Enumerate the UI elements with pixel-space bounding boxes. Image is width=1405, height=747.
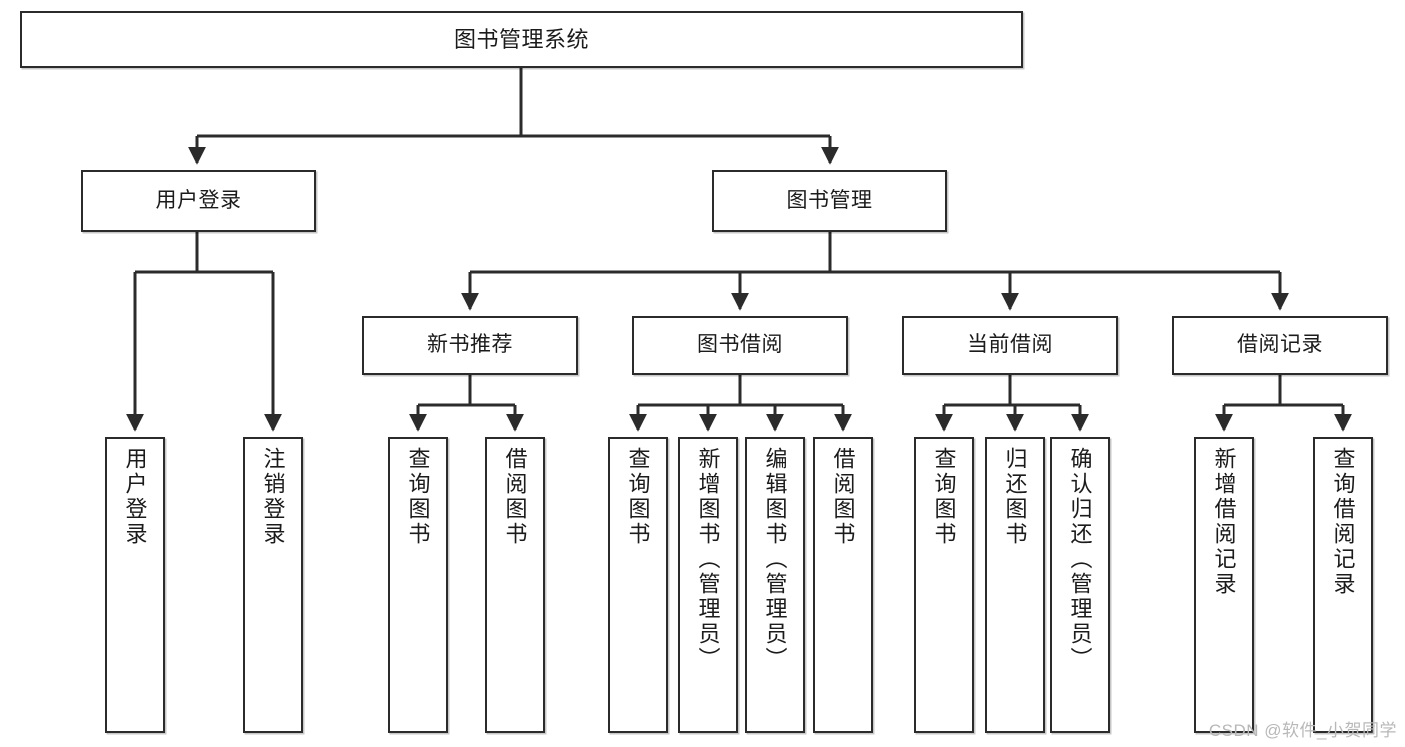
node-leaf-borrow-book-rec[interactable]: 借阅图书 — [485, 437, 545, 733]
node-leaf-query-book-bb-label: 查询图书 — [625, 447, 651, 547]
node-current-borrow-label: 当前借阅 — [967, 333, 1053, 357]
node-leaf-borrow-book-bb-label: 借阅图书 — [830, 447, 856, 547]
node-leaf-query-record-label: 查询借阅记录 — [1330, 447, 1356, 597]
node-leaf-add-record[interactable]: 新增借阅记录 — [1194, 437, 1254, 733]
node-leaf-query-book-cb-label: 查询图书 — [931, 447, 957, 547]
node-user-login[interactable]: 用户登录 — [81, 170, 316, 232]
node-leaf-query-book-bb[interactable]: 查询图书 — [608, 437, 668, 733]
node-root[interactable]: 图书管理系统 — [20, 11, 1023, 68]
node-leaf-return-book[interactable]: 归还图书 — [985, 437, 1045, 733]
node-leaf-query-record[interactable]: 查询借阅记录 — [1313, 437, 1373, 733]
node-leaf-add-record-label: 新增借阅记录 — [1211, 447, 1237, 597]
node-current-borrow[interactable]: 当前借阅 — [902, 316, 1118, 375]
node-user-login-label: 用户登录 — [155, 188, 242, 212]
node-leaf-query-book-rec[interactable]: 查询图书 — [388, 437, 448, 733]
node-leaf-user-login[interactable]: 用户登录 — [105, 437, 165, 733]
node-leaf-edit-book[interactable]: 编辑图书（管理员） — [745, 437, 805, 733]
node-leaf-confirm-return-label: 确认归还（管理员） — [1067, 447, 1093, 672]
node-book-borrow[interactable]: 图书借阅 — [632, 316, 848, 375]
node-leaf-user-login-label: 用户登录 — [122, 447, 148, 547]
node-leaf-add-book[interactable]: 新增图书（管理员） — [678, 437, 738, 733]
node-leaf-edit-book-label: 编辑图书（管理员） — [762, 447, 788, 672]
node-leaf-confirm-return[interactable]: 确认归还（管理员） — [1050, 437, 1110, 733]
node-leaf-query-book-rec-label: 查询图书 — [405, 447, 431, 547]
node-leaf-borrow-book-bb[interactable]: 借阅图书 — [813, 437, 873, 733]
node-book-borrow-label: 图书借阅 — [697, 333, 783, 357]
node-book-manage[interactable]: 图书管理 — [712, 170, 947, 232]
node-root-label: 图书管理系统 — [453, 26, 589, 52]
node-leaf-return-book-label: 归还图书 — [1002, 447, 1028, 547]
node-new-book-rec[interactable]: 新书推荐 — [362, 316, 578, 375]
node-leaf-logout[interactable]: 注销登录 — [243, 437, 303, 733]
node-leaf-query-book-cb[interactable]: 查询图书 — [914, 437, 974, 733]
node-leaf-add-book-label: 新增图书（管理员） — [695, 447, 721, 672]
node-leaf-borrow-book-rec-label: 借阅图书 — [502, 447, 528, 547]
node-leaf-logout-label: 注销登录 — [260, 447, 286, 547]
node-borrow-record[interactable]: 借阅记录 — [1172, 316, 1388, 375]
node-book-manage-label: 图书管理 — [786, 188, 873, 212]
node-new-book-rec-label: 新书推荐 — [427, 333, 513, 357]
node-borrow-record-label: 借阅记录 — [1237, 333, 1323, 357]
